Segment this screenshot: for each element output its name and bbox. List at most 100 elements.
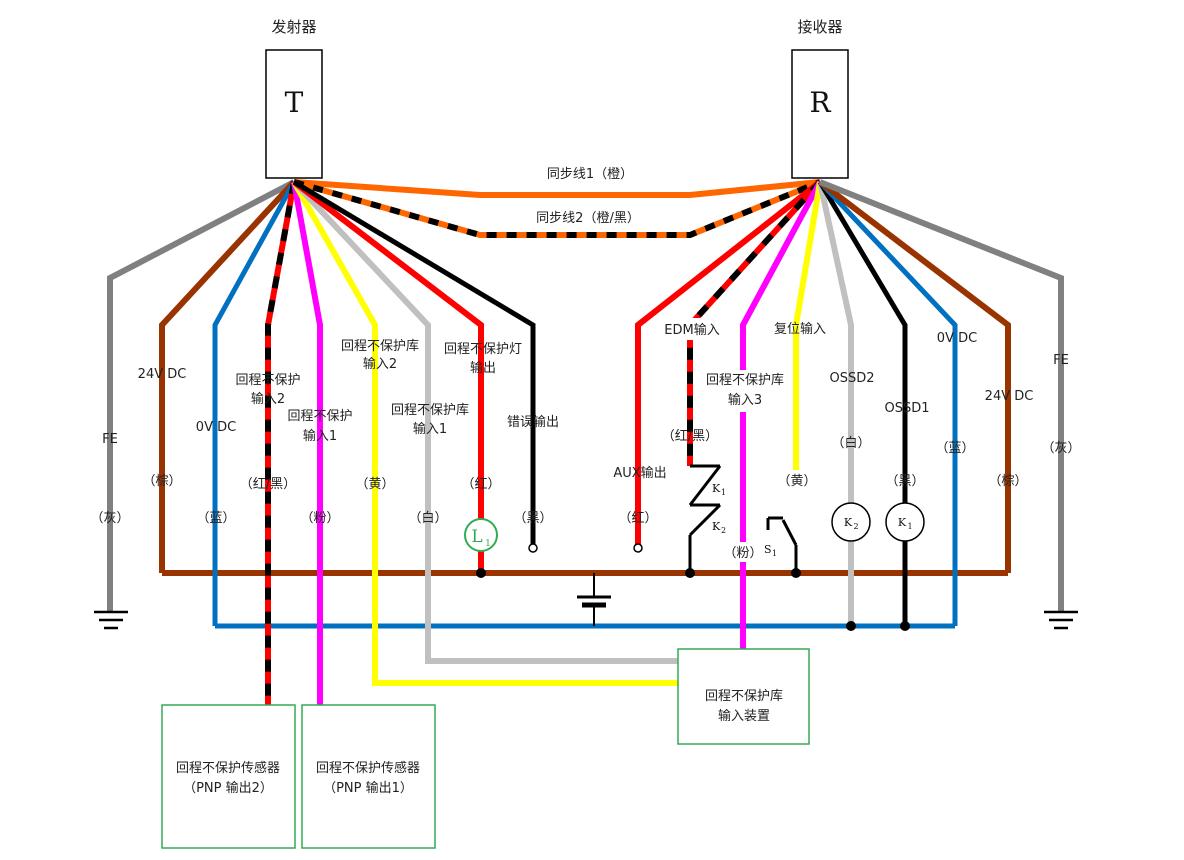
relay-k2-label: K bbox=[844, 516, 853, 529]
lib-input-device-line-2: 输入装置 bbox=[718, 708, 770, 724]
t-lib1-name-2: 输入1 bbox=[413, 421, 447, 437]
r-aux-color: （红） bbox=[618, 510, 657, 526]
r-aux-name: AUX输出 bbox=[613, 465, 666, 481]
r-aux-terminal bbox=[633, 543, 643, 553]
t-lamp-wire bbox=[292, 179, 484, 573]
r-24v-color: （棕） bbox=[988, 474, 1027, 489]
receiver-letter: R bbox=[809, 86, 831, 119]
t-lamp-name-2: 输出 bbox=[470, 360, 496, 376]
sensor-pnp2-box bbox=[161, 704, 296, 849]
r-fe-ground-icon bbox=[1044, 610, 1078, 630]
transmitter-box bbox=[265, 49, 323, 179]
t-in1-name-2: 输入1 bbox=[303, 428, 337, 444]
relay-k2-sub: 2 bbox=[853, 522, 858, 531]
relay-k1-label: K bbox=[898, 516, 907, 529]
lib-input-device-box bbox=[677, 648, 810, 745]
battery-icon bbox=[577, 573, 611, 626]
sensor-pnp1-line-1: 回程不保护传感器 bbox=[316, 760, 420, 776]
t-err-terminal bbox=[528, 543, 538, 553]
relay-k2-icon: K 2 bbox=[831, 502, 871, 542]
t-lamp-color: （红） bbox=[461, 476, 500, 492]
r-reset-wire bbox=[793, 181, 823, 470]
receiver-title: 接收器 bbox=[797, 18, 842, 36]
r-reset-name: 复位输入 bbox=[774, 321, 826, 337]
t-in1-color: （粉） bbox=[300, 511, 339, 526]
t-in2-color: （红/黑） bbox=[240, 476, 296, 492]
edm-k1-sub: 1 bbox=[721, 488, 726, 497]
sync-line-2-wire-base bbox=[293, 179, 822, 238]
r-ossd2-name: OSSD2 bbox=[829, 371, 874, 386]
r-fe-color: （灰） bbox=[1041, 441, 1080, 456]
t-err-color: （黑） bbox=[513, 511, 552, 526]
t-fe-ground-icon bbox=[94, 610, 128, 630]
t-fe-wire bbox=[107, 179, 296, 612]
sensor-pnp1-box bbox=[301, 704, 436, 849]
edm-k2-label: K bbox=[712, 520, 721, 533]
transmitter-letter: T bbox=[285, 86, 304, 119]
receiver-box bbox=[791, 49, 849, 179]
t-in1-name-1: 回程不保护 bbox=[287, 409, 352, 424]
r-fe-wire bbox=[818, 179, 1064, 612]
r-reset-color: （黄） bbox=[777, 474, 816, 489]
sensor-pnp2-line-1: 回程不保护传感器 bbox=[176, 760, 280, 776]
r-0v-color: （蓝） bbox=[935, 441, 974, 456]
t-err-wire bbox=[292, 179, 536, 545]
t-fe-color: （灰） bbox=[90, 511, 129, 526]
t-lib1-wire bbox=[291, 179, 678, 664]
r-0v-name: 0V DC bbox=[937, 331, 977, 346]
lamp-l1-sub: 1 bbox=[485, 539, 491, 549]
t-in2-name-2: 输入2 bbox=[251, 391, 285, 407]
r-lib3-name-1: 回程不保护库 bbox=[706, 372, 784, 388]
t-in2-wire-stripe bbox=[265, 181, 297, 705]
edm-contacts-icon bbox=[688, 464, 722, 573]
reset-s1-label: S bbox=[764, 543, 772, 556]
r-ossd2-wire bbox=[817, 181, 854, 626]
r-ossd2-junction bbox=[846, 621, 856, 631]
edm-k2-sub: 2 bbox=[721, 526, 726, 535]
t-0v-name: 0V DC bbox=[196, 420, 236, 435]
transmitter-title: 发射器 bbox=[271, 18, 316, 36]
t-lib2-name-2: 输入2 bbox=[363, 356, 397, 372]
r-lib3-name-2: 输入3 bbox=[728, 392, 762, 408]
sensor-pnp2-line-2: （PNP 输出2） bbox=[183, 780, 273, 796]
r-24v-wire bbox=[818, 179, 1011, 573]
r-edm-junction bbox=[685, 568, 695, 578]
reset-s1-sub: 1 bbox=[772, 549, 777, 558]
r-aux-wire bbox=[635, 179, 822, 545]
t-24v-color: （棕） bbox=[142, 474, 181, 489]
lib-input-device-line-1: 回程不保护库 bbox=[705, 688, 783, 704]
r-ossd1-color: （黑） bbox=[885, 474, 924, 489]
sensor-pnp1-line-2: （PNP 输出1） bbox=[323, 780, 413, 796]
r-lib3-wire bbox=[740, 180, 823, 650]
r-lib3-color: （粉） bbox=[723, 546, 762, 561]
t-lamp-junction bbox=[476, 568, 486, 578]
r-ossd1-junction bbox=[900, 621, 910, 631]
t-in2-name-1: 回程不保护 bbox=[235, 373, 300, 388]
r-lib3-color-bg bbox=[710, 542, 776, 562]
t-0v-wire bbox=[212, 180, 297, 626]
sync-line-2-label: 同步线2（橙/黑） bbox=[536, 211, 640, 226]
r-reset-junction bbox=[791, 568, 801, 578]
r-edm-label-bg bbox=[664, 318, 720, 340]
sync-line-1-wire bbox=[293, 179, 821, 198]
t-lamp-name-1: 回程不保护灯 bbox=[444, 342, 522, 357]
r-edm-name: EDM输入 bbox=[664, 322, 719, 338]
lamp-l1-icon: L 1 bbox=[464, 518, 498, 552]
r-fe-name: FE bbox=[1053, 353, 1069, 368]
relay-k1-sub: 1 bbox=[907, 522, 912, 531]
t-in1-wire bbox=[291, 181, 323, 705]
r-lib3-label-bg bbox=[704, 370, 784, 412]
t-fe-name: FE bbox=[102, 432, 118, 447]
r-24v-name: 24V DC bbox=[985, 389, 1034, 404]
t-lib2-color: （黄） bbox=[355, 477, 394, 492]
r-ossd2-color: （白） bbox=[831, 435, 870, 451]
t-err-name: 错误输出 bbox=[507, 414, 559, 430]
lamp-l1-label: L bbox=[471, 527, 482, 547]
r-edm-color: （红/黑） bbox=[662, 428, 718, 444]
t-0v-color: （蓝） bbox=[196, 511, 235, 526]
t-24v-wire bbox=[159, 179, 297, 573]
r-ossd1-name: OSSD1 bbox=[884, 401, 929, 416]
r-0v-wire bbox=[818, 180, 958, 626]
t-lib2-wire bbox=[291, 180, 678, 686]
